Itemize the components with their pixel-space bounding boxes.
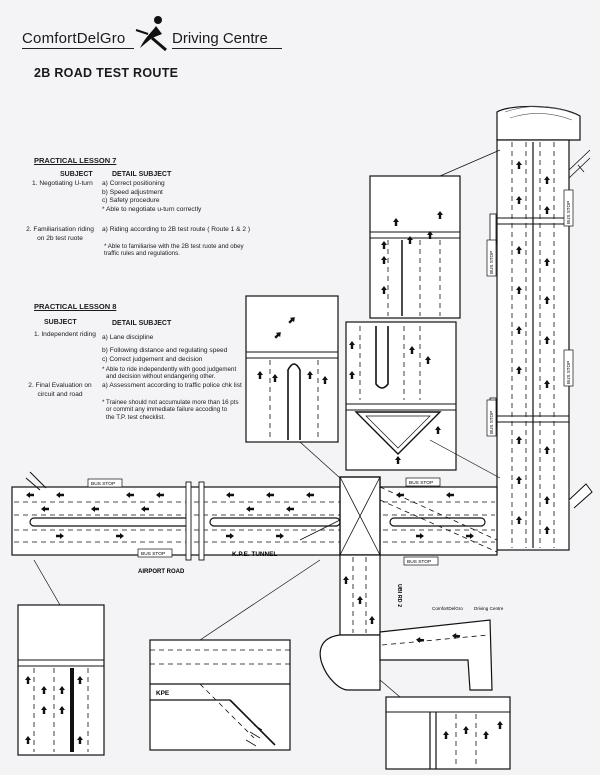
inset-bottom-right (379, 679, 511, 770)
lesson-8-subject-1: 1. Independent riding (34, 331, 96, 338)
bus-stop-sign: BUS STOP (563, 189, 574, 227)
airport-road-label: AIRPORT ROAD (138, 569, 185, 575)
lesson-7-heading: PRACTICAL LESSON 7 (34, 156, 117, 165)
lesson-7-detail-header: DETAIL SUBJECT (112, 171, 172, 178)
note-line: * Able to ride independently with good j… (102, 366, 237, 373)
brand-name: ComfortDelGro (22, 30, 126, 47)
inset-kpe: KPE (149, 559, 321, 751)
inset-bottom-left (17, 559, 105, 756)
bus-stop-label: BUS STOP (407, 559, 431, 565)
lesson-8-subject-2: 2. Final Evaluation on circuit and road (22, 382, 98, 399)
detail-item: a) Correct positioning (102, 180, 165, 187)
lesson-7-details-2: a) Riding according to 2B test route ( R… (102, 226, 251, 233)
lesson-8-details-2: a) Assessment according to traffic polic… (102, 382, 242, 389)
vertical-road-south: UBI RD 2 (319, 554, 402, 691)
lesson-8-note-1: * Able to ride independently with good j… (102, 366, 236, 381)
lesson-8-note-2: * Trainee should not accumulate more tha… (102, 399, 239, 421)
lesson-7-note-2: * Able to familiarise with the 2B test r… (104, 243, 244, 258)
subject-line: circuit and road (37, 390, 83, 398)
rider-logo-icon (135, 16, 167, 52)
brand-subtitle: Driving Centre (172, 30, 268, 47)
bus-stop-sign: BUS STOP (137, 548, 173, 558)
detail-item: c) Safety procedure (102, 197, 160, 205)
detail-item: * Able to negotiate u-turn correctly (102, 205, 202, 213)
lesson-7-details-1: a) Correct positioning b) Speed adjustme… (102, 180, 201, 214)
note-line: or commit any immediate failure accoding… (106, 406, 228, 414)
kpe-tunnel-label: K.P.E. TUNNEL (232, 551, 277, 558)
bus-stop-label: BUS STOP (566, 201, 571, 224)
bus-stop-label: BUS STOP (409, 480, 433, 486)
bus-stop-label: BUS STOP (91, 481, 115, 487)
bus-stop-label: BUS STOP (141, 551, 165, 557)
map-brand-subtitle: Driving Centre (474, 606, 504, 611)
lesson-8-heading: PRACTICAL LESSON 8 (34, 302, 117, 311)
detail-item: b) Speed adjustment (102, 188, 163, 196)
lesson-8-details-1: b) Following distance and regulating spe… (102, 347, 227, 364)
lesson-8-subject-header: SUBJECT (44, 319, 77, 326)
note-line: the T.P. test checklist. (106, 413, 165, 421)
east-branch-road (379, 619, 493, 691)
note-line: * Trainee should not accumulate more tha… (102, 399, 239, 406)
detail-item: b) Following distance and regulating spe… (102, 347, 228, 354)
ubi-rd-label: UBI RD 2 (396, 584, 402, 607)
note-line: and decision without endangering other. (106, 373, 216, 381)
subject-line: 2. Familiarisation riding (26, 226, 94, 233)
bus-stop-sign: BUS STOP (405, 477, 441, 487)
bus-stop-label: BUS STOP (566, 361, 571, 384)
note-line: * Able to familiarise with the 2B test r… (104, 243, 244, 250)
kpe-label: KPE (156, 690, 170, 697)
detail-item: c) Correct judgement and decision (102, 355, 203, 363)
lesson-8-detail-header: DETAIL SUBJECT (112, 320, 172, 327)
bus-stop-sign: BUS STOP (403, 556, 439, 566)
bus-stop-label: BUS STOP (489, 251, 494, 274)
lesson-7-subject-header: SUBJECT (60, 171, 93, 178)
page-title: 2B ROAD TEST ROUTE (34, 66, 179, 80)
bus-stop-sign: BUS STOP (87, 478, 123, 488)
vertical-road-east (489, 105, 593, 551)
brand-underline (22, 48, 134, 49)
subject-line: 2. Final Evaluation on (28, 382, 92, 389)
bus-stop-sign: BUS STOP (563, 349, 574, 387)
bus-stop-label: BUS STOP (489, 411, 494, 434)
brand-underline (172, 48, 282, 49)
junction (339, 476, 498, 556)
inset-uturn-top (369, 149, 501, 319)
brand-logo-block: ComfortDelGro Driving Centre (22, 14, 352, 54)
bus-stop-sign: BUS STOP (486, 239, 497, 277)
inset-lane-mid (245, 295, 341, 479)
lesson-7-subject-2: 2. Familiarisation riding on 2b test ruo… (22, 226, 98, 243)
inset-lanes-triangle (345, 321, 501, 479)
note-line: traffic rules and regulations. (104, 250, 180, 258)
bus-stop-sign: BUS STOP (486, 399, 497, 437)
subject-line: on 2b test ruote (37, 234, 83, 242)
lesson-8-detail-1a: a) Lane discipline (102, 334, 154, 341)
map-brand-name: ComfortDelGro (432, 606, 463, 611)
main-road-airport (11, 471, 498, 561)
lesson-7-subject-1: 1. Negotiating U-turn (32, 180, 93, 187)
